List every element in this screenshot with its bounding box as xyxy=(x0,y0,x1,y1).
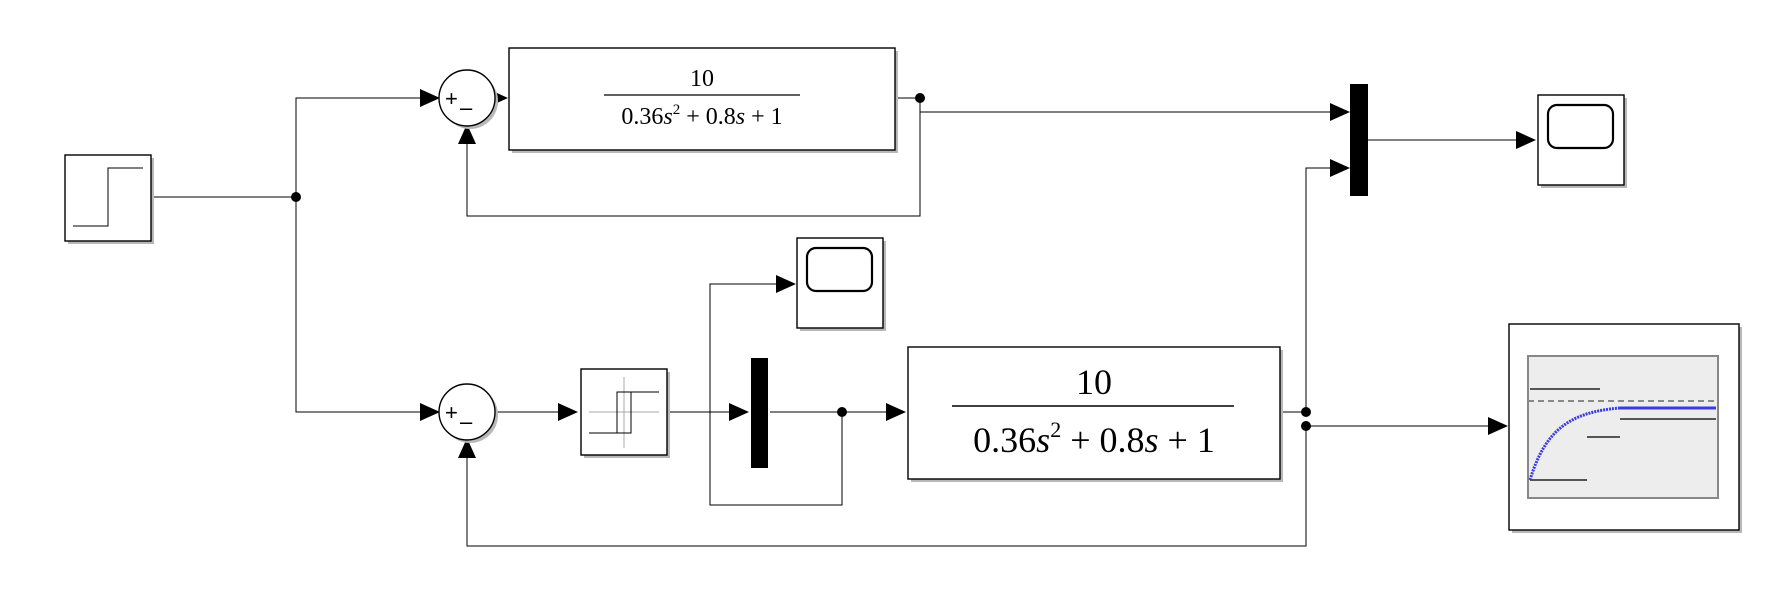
wire-bottom-feedback[interactable] xyxy=(466,426,1307,547)
relay-hysteresis-icon xyxy=(589,377,659,448)
branch-point xyxy=(1301,407,1311,417)
sum-plus-sign: + xyxy=(445,86,458,111)
wire-to-top-sum[interactable] xyxy=(295,97,420,197)
step-block[interactable] xyxy=(64,154,154,244)
tf-numerator: 10 xyxy=(690,66,714,92)
tf-denominator: 0.36s2 + 0.8s + 1 xyxy=(621,102,782,130)
top-scope-block[interactable] xyxy=(1537,94,1627,188)
arrowhead xyxy=(886,403,906,421)
top-mux-block[interactable] xyxy=(1350,84,1368,196)
bottom-mux-block[interactable] xyxy=(751,358,768,468)
branch-points xyxy=(291,93,1311,431)
branch-point xyxy=(1301,421,1311,431)
scope-icon xyxy=(1546,103,1615,150)
step-source-icon xyxy=(73,167,143,227)
arrowhead xyxy=(776,275,796,293)
arrowhead xyxy=(1330,103,1350,121)
middle-scope-block[interactable] xyxy=(796,237,886,331)
wire-top-feedback[interactable] xyxy=(466,98,921,217)
arrowhead xyxy=(420,403,440,421)
wire-mux-loop[interactable] xyxy=(709,412,843,506)
relay-block[interactable] xyxy=(580,368,670,458)
arrowhead xyxy=(458,124,476,144)
wire-top-tf-to-mux[interactable] xyxy=(896,97,1330,113)
tf-numerator: 10 xyxy=(1076,362,1112,402)
dashboard-scope-block[interactable] xyxy=(1508,323,1742,533)
signal-lines xyxy=(152,97,1522,547)
bottom-transfer-fcn-block[interactable]: 10 0.36s2 + 0.8s + 1 xyxy=(907,346,1283,482)
arrowhead xyxy=(458,438,476,458)
branch-point xyxy=(291,192,301,202)
wire-to-bottom-sum[interactable] xyxy=(295,197,420,413)
tf-denominator: 0.36s2 + 0.8s + 1 xyxy=(973,417,1215,460)
arrowhead xyxy=(1488,417,1508,435)
branch-point xyxy=(837,407,847,417)
wire-to-top-mux-input2[interactable] xyxy=(1305,167,1330,412)
arrowhead xyxy=(420,89,440,107)
scope-icon xyxy=(805,246,874,293)
top-sum-block[interactable]: + – xyxy=(438,69,498,129)
sum-plus-sign: + xyxy=(445,400,458,425)
sum-minus-sign: – xyxy=(460,95,473,120)
wire-to-small-scope[interactable] xyxy=(709,283,777,412)
dashboard-scope-icon xyxy=(1527,355,1719,499)
sum-minus-sign: – xyxy=(460,409,473,434)
arrowhead xyxy=(558,403,578,421)
arrowhead xyxy=(1516,131,1536,149)
bottom-sum-block[interactable]: + – xyxy=(438,383,498,443)
branch-point xyxy=(915,93,925,103)
arrowhead xyxy=(729,403,749,421)
top-transfer-fcn-block[interactable]: 10 0.36s2 + 0.8s + 1 xyxy=(508,47,898,153)
arrowhead xyxy=(1330,159,1350,177)
